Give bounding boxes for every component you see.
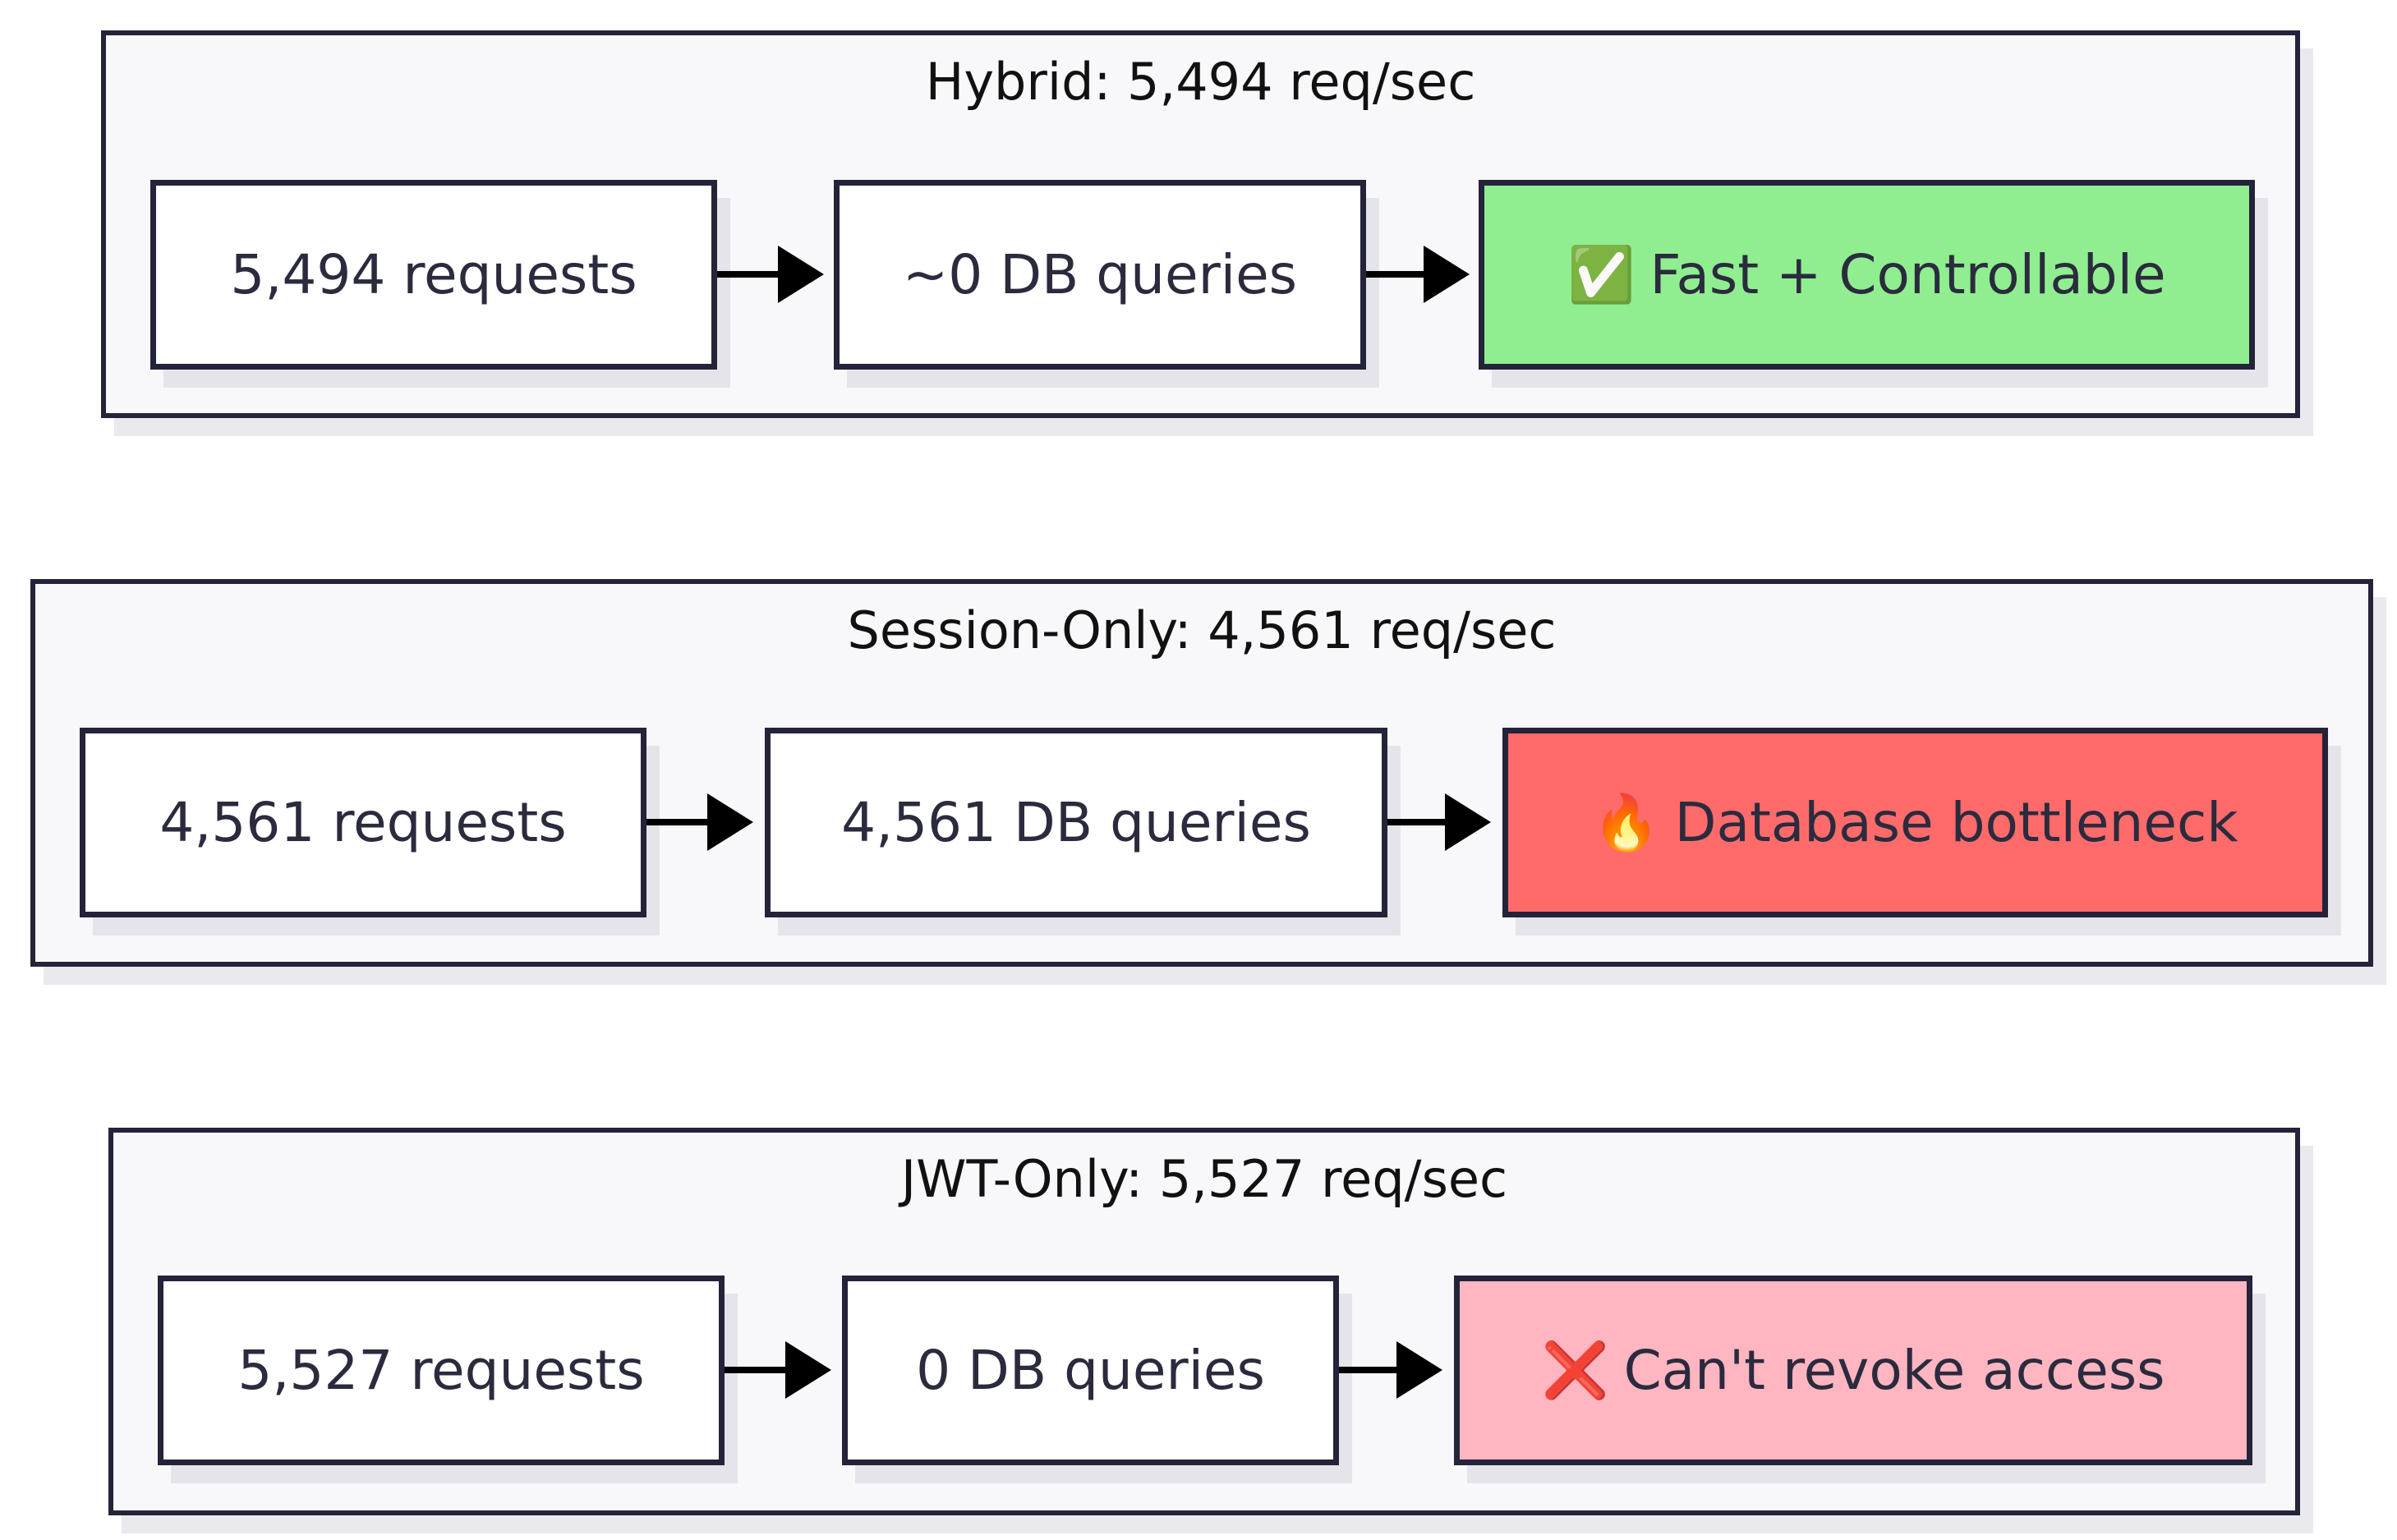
node-label: ~0 DB queries bbox=[902, 243, 1298, 306]
hybrid-db-queries-node: ~0 DB queries bbox=[834, 180, 1366, 370]
jwt-db-queries-node: 0 DB queries bbox=[842, 1276, 1339, 1465]
node-label: Can't revoke access bbox=[1623, 1339, 2165, 1402]
session-db-queries-node: 4,561 DB queries bbox=[765, 728, 1387, 917]
node-label: 0 DB queries bbox=[916, 1339, 1265, 1402]
hybrid-result-node: ✅ Fast + Controllable bbox=[1479, 180, 2255, 370]
node-label: Database bottleneck bbox=[1674, 791, 2238, 854]
jwt-only-group-title: JWT-Only: 5,527 req/sec bbox=[900, 1149, 1508, 1209]
fire-icon: 🔥 bbox=[1592, 790, 1660, 854]
node-label: 4,561 DB queries bbox=[841, 791, 1311, 854]
session-requests-node: 4,561 requests bbox=[80, 728, 646, 917]
arrow bbox=[646, 793, 753, 851]
cross-icon: ❌ bbox=[1541, 1338, 1609, 1402]
node-label: 5,494 requests bbox=[230, 243, 637, 306]
check-icon: ✅ bbox=[1567, 242, 1636, 306]
jwt-result-node: ❌ Can't revoke access bbox=[1454, 1276, 2252, 1465]
jwt-requests-node: 5,527 requests bbox=[158, 1276, 725, 1465]
arrow bbox=[1366, 246, 1470, 303]
node-label: 5,527 requests bbox=[237, 1339, 645, 1402]
arrow bbox=[1387, 793, 1491, 851]
hybrid-requests-node: 5,494 requests bbox=[150, 180, 717, 370]
hybrid-group-title: Hybrid: 5,494 req/sec bbox=[925, 52, 1476, 112]
arrow bbox=[725, 1341, 831, 1399]
session-result-node: 🔥 Database bottleneck bbox=[1502, 728, 2328, 917]
session-only-group-title: Session-Only: 4,561 req/sec bbox=[847, 600, 1557, 660]
node-label: 4,561 requests bbox=[159, 791, 567, 854]
arrow bbox=[717, 246, 824, 303]
node-label: Fast + Controllable bbox=[1649, 243, 2166, 306]
arrow bbox=[1339, 1341, 1442, 1399]
